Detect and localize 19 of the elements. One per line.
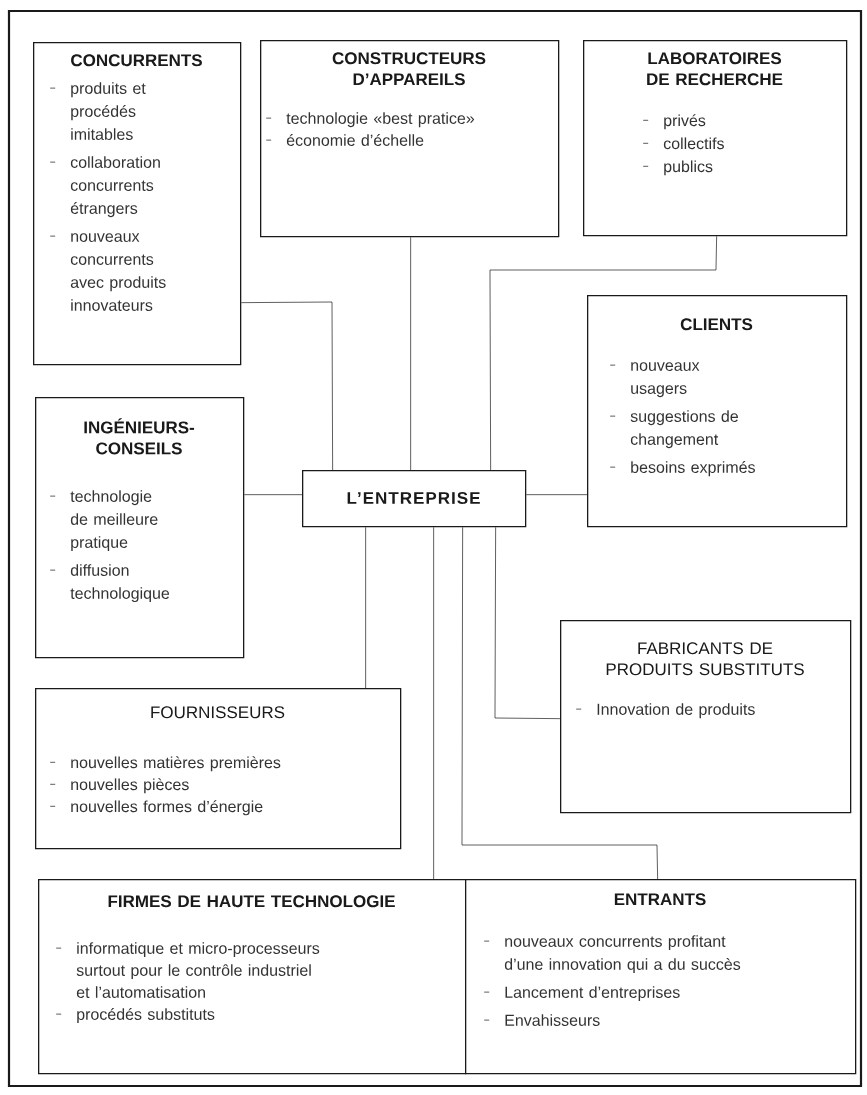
connector-line xyxy=(489,235,717,471)
connector-line xyxy=(365,526,366,689)
company-box: L’ENTREPRISE xyxy=(302,470,527,528)
connector-line xyxy=(243,494,303,495)
connector-line xyxy=(525,494,588,495)
connector-line xyxy=(433,526,434,880)
connector-line xyxy=(240,301,333,471)
actor-box: FIRMES DE HAUTE TECHNOLOGIE informatique et micro-processeurs surtout pour le contrôle industriel et l’automatisation procédés substituts xyxy=(38,879,467,1075)
connector-line xyxy=(494,526,561,719)
actor-box: INGÉNIEURS-CONSEILS technologie de meilleure pratique diffusion technologique xyxy=(35,397,245,659)
connector-line xyxy=(461,526,658,880)
actor-box: CONSTRUCTEURS D’APPAREILS technologie «best pratice» économie d’échelle xyxy=(260,40,560,238)
actor-box: CLIENTS nouveaux usagers suggestions de changement besoins exprimés xyxy=(587,295,848,528)
actor-box: ENTRANTS nouveaux concurrents profitant d’une innovation qui a du succès Lancement d’entreprises Envahisseurs xyxy=(465,879,857,1075)
actor-box: FOURNISSEURS nouvelles matières premières nouvelles pièces nouvelles formes d’énergie xyxy=(35,688,402,850)
actor-box: LABORATOIRES DE RECHERCHE privés collectifs publics xyxy=(583,40,848,237)
actor-box: FABRICANTS DE PRODUITS SUBSTITUTS Innovation de produits xyxy=(560,620,852,814)
actor-box: CONCURRENTS produits et procédés imitables collaboration concurrents étrangers nouveaux concurrents avec produits innovateurs xyxy=(33,42,242,366)
connector-line xyxy=(410,236,411,471)
